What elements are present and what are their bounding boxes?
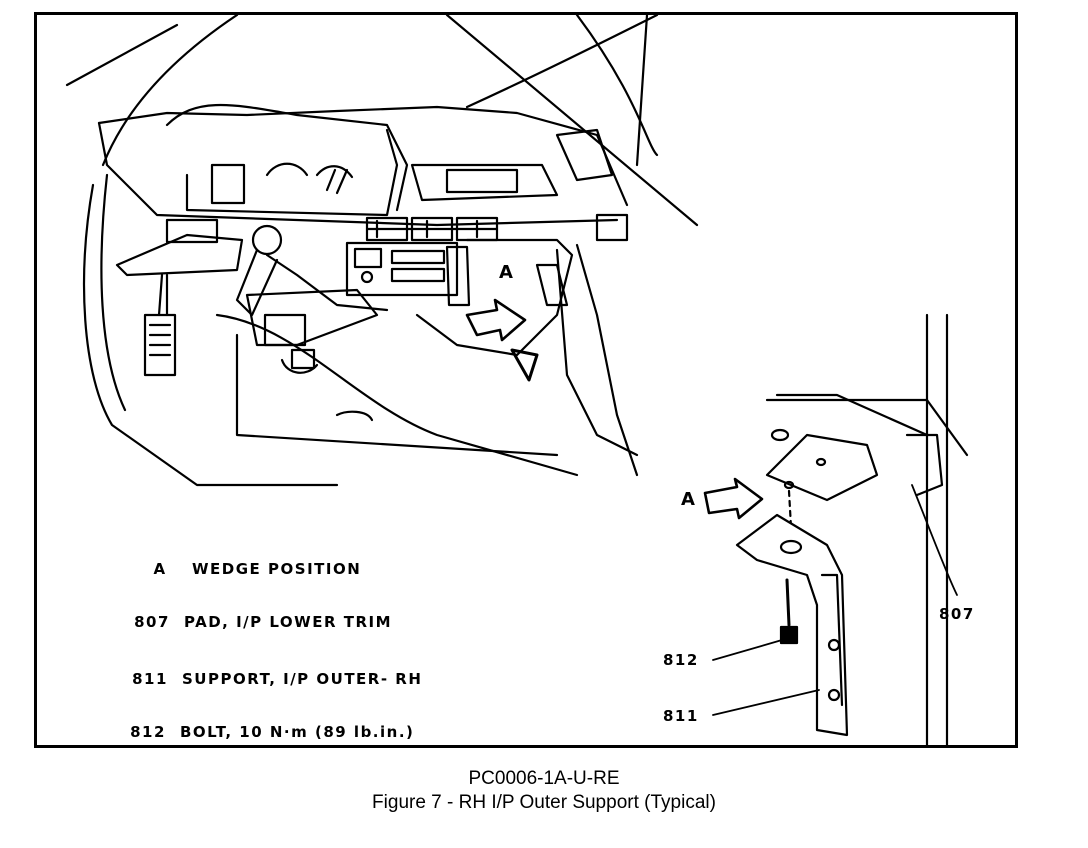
callout-a-detail: A <box>681 489 697 510</box>
figure-title: Figure 7 - RH I/P Outer Support (Typical… <box>372 792 716 813</box>
callout-a-main: A <box>499 262 515 283</box>
instrument-panel-illustration <box>65 15 969 745</box>
legend-code: 812 <box>130 723 166 741</box>
legend-code: 807 <box>134 613 170 631</box>
legend-description: BOLT, 10 N·m (89 lb.in.) <box>180 723 415 741</box>
callout-811: 811 <box>663 707 699 725</box>
legend-code: A <box>153 560 167 578</box>
figure-code: PC0006-1A-U-RE <box>468 768 620 789</box>
legend-description: WEDGE POSITION <box>192 560 362 578</box>
legend-code: 811 <box>132 670 168 688</box>
legend-description: PAD, I/P LOWER TRIM <box>184 613 393 631</box>
callout-812: 812 <box>663 651 699 669</box>
legend-description: SUPPORT, I/P OUTER- RH <box>182 670 423 688</box>
figure-frame: A A 807 812 811 A WEDGE POSITION 807 PAD… <box>34 12 1018 748</box>
callout-807: 807 <box>939 605 975 623</box>
